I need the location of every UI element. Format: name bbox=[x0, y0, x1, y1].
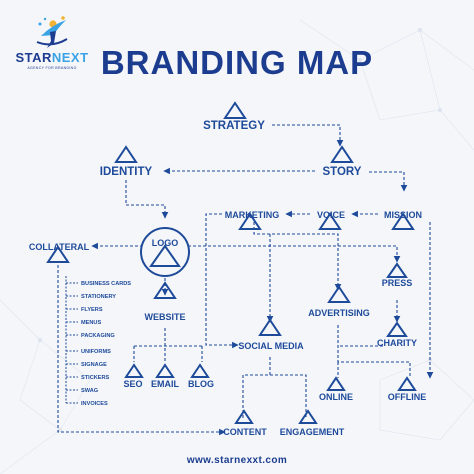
connector-story-mission bbox=[369, 171, 408, 192]
node-label-marketing[interactable]: MARKETING bbox=[225, 210, 280, 220]
node-label-offline[interactable]: OFFLINE bbox=[388, 392, 427, 402]
triangle-icon-strategy bbox=[223, 101, 247, 119]
node-label-logo: LOGO bbox=[152, 238, 179, 248]
node-label-email[interactable]: EMAIL bbox=[151, 379, 180, 389]
logo-node[interactable]: LOGO bbox=[140, 227, 190, 277]
brand-logo[interactable]: STARNEXT AGENCY FOR BRANDING bbox=[12, 12, 92, 78]
node-label-strategy[interactable]: STRATEGY bbox=[203, 120, 265, 132]
connector-social-children bbox=[242, 357, 307, 418]
triangle-icon-charity bbox=[386, 321, 408, 337]
connector-advertising-children bbox=[337, 325, 411, 378]
node-label-blog[interactable]: BLOG bbox=[188, 379, 214, 389]
triangle-icon-blog bbox=[190, 363, 210, 378]
collateral-item: UNIFORMS bbox=[81, 349, 111, 355]
triangle-icon-identity bbox=[114, 145, 138, 163]
triangle-icon-advertising bbox=[327, 285, 351, 303]
node-label-press[interactable]: PRESS bbox=[382, 278, 413, 288]
connector-collateral-content bbox=[57, 265, 226, 436]
connector-logo-press bbox=[183, 245, 401, 263]
triangle-icon-content bbox=[234, 409, 254, 424]
triangle-icon-email bbox=[155, 363, 175, 378]
brand-tagline: AGENCY FOR BRANDING bbox=[27, 66, 77, 70]
node-label-collateral[interactable]: COLLATERAL bbox=[29, 242, 90, 252]
node-label-identity[interactable]: IDENTITY bbox=[100, 166, 153, 178]
triangle-icon-online bbox=[326, 376, 346, 391]
node-label-website[interactable]: WEBSITE bbox=[144, 312, 185, 322]
triangle-icon-voice bbox=[318, 212, 342, 230]
node-label-online[interactable]: ONLINE bbox=[319, 392, 353, 402]
collateral-item: FLYERS bbox=[81, 307, 103, 313]
node-label-voice[interactable]: VOICE bbox=[317, 210, 345, 220]
triangle-icon-collateral bbox=[46, 245, 70, 263]
connector-identity-logo bbox=[125, 180, 169, 219]
node-label-story[interactable]: STORY bbox=[323, 166, 362, 178]
connector-strategy-story bbox=[272, 124, 344, 147]
collateral-item: INVOICES bbox=[81, 401, 108, 407]
connector-marketing-social bbox=[205, 213, 239, 349]
triangle-icon-website bbox=[153, 281, 177, 299]
node-label-mission[interactable]: MISSION bbox=[384, 210, 422, 220]
collateral-branch-lines bbox=[65, 276, 78, 404]
triangle-icon-press bbox=[386, 262, 408, 278]
node-label-advertising[interactable]: ADVERTISING bbox=[308, 308, 370, 318]
triangle-icon-engagement bbox=[298, 409, 318, 424]
footer-url[interactable]: www.starnexxt.com bbox=[186, 455, 288, 466]
node-triangles bbox=[46, 101, 417, 424]
collateral-item: SIGNAGE bbox=[81, 362, 107, 368]
collateral-item: STICKERS bbox=[81, 375, 110, 381]
triangle-icon-seo bbox=[124, 363, 144, 378]
node-label-content[interactable]: CONTENT bbox=[223, 427, 267, 437]
node-label-social-media[interactable]: SOCIAL MEDIA bbox=[238, 341, 304, 351]
collateral-item: MENUS bbox=[81, 320, 101, 326]
collateral-item: SWAG bbox=[81, 388, 98, 394]
triangle-icon-marketing bbox=[238, 212, 262, 230]
page-title: BRANDING MAP bbox=[100, 44, 374, 81]
connector-marketing-advertising bbox=[253, 222, 342, 291]
node-label-engagement[interactable]: ENGAGEMENT bbox=[280, 427, 345, 437]
collateral-item: PACKAGING bbox=[81, 333, 115, 339]
collateral-item: STATIONERY bbox=[81, 294, 116, 300]
triangle-icon-story bbox=[330, 145, 354, 163]
star-figure-icon bbox=[36, 16, 68, 48]
triangle-icon-offline bbox=[397, 376, 417, 391]
connector-website-children bbox=[133, 328, 203, 362]
triangle-icon-mission bbox=[391, 212, 415, 230]
triangle-icon-social bbox=[258, 318, 282, 336]
node-label-charity[interactable]: CHARITY bbox=[377, 338, 417, 348]
collateral-item: BUSINESS CARDS bbox=[81, 281, 131, 287]
node-label-seo[interactable]: SEO bbox=[123, 379, 142, 389]
collateral-items-list: BUSINESS CARDS STATIONERY FLYERS MENUS P… bbox=[81, 281, 131, 407]
brand-name: STARNEXT bbox=[15, 50, 89, 65]
